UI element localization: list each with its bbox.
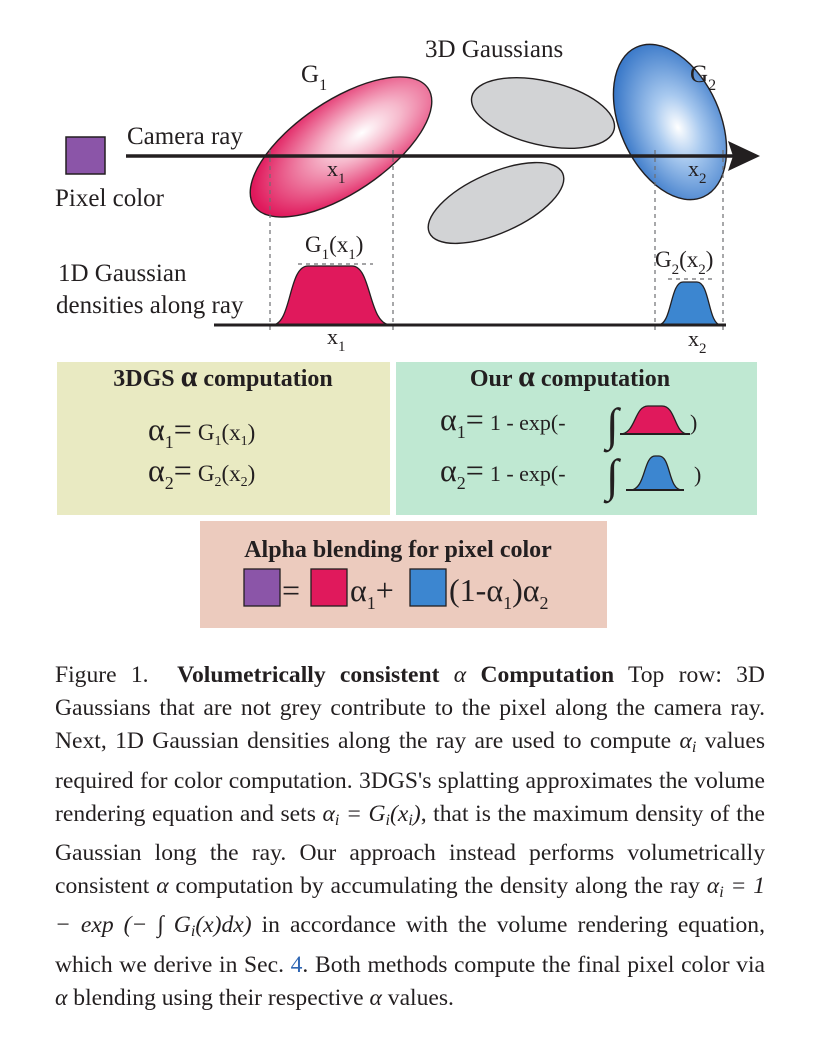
caption-text-1: Top row: 3D Gaussians that are not grey … [55, 662, 765, 755]
gaussian-g1 [249, 76, 433, 218]
projection-dashes [269, 150, 724, 330]
caption-figure-label: Figure 1. [55, 662, 149, 688]
integral-sign-2: ∫ [603, 450, 621, 504]
blend-purple-swatch [243, 568, 281, 607]
figure-caption: Figure 1. Volumetrically consistent α Co… [55, 659, 765, 1015]
caption-alpha-i: αi [679, 728, 697, 757]
caption-text-5: in accordance with the volume rendering … [55, 912, 765, 978]
caption-alpha-3: α [55, 984, 68, 1011]
label-pixel-color: Pixel color [55, 185, 165, 212]
caption-title-a: Volumetrically consistent [177, 662, 440, 688]
pixel-color-swatch [65, 136, 106, 175]
section-ref-link[interactable]: 4 [290, 951, 303, 978]
density-bump-g2 [657, 281, 722, 326]
blend-equals: = [282, 572, 300, 608]
caption-eq-ours: αi = 1 − exp (− ∫ Gi(x)dx) [55, 873, 765, 941]
label-g2-of-x2: G2(x2) [655, 247, 713, 278]
integral-bump-g2 [629, 455, 683, 491]
label-densities-line2: densities along ray [56, 292, 244, 319]
blend-blue-swatch [409, 568, 447, 607]
density-bump-g1 [271, 265, 392, 326]
panel-ours-eq2: α2=1 - exp(- [440, 452, 566, 493]
caption-title-b: Computation [480, 662, 615, 688]
camera-ray-arrowhead [728, 141, 760, 171]
panel-blending-title: Alpha blending for pixel color [244, 537, 552, 563]
panel-ours-eq1: α1=1 - exp(- [440, 401, 566, 442]
integral-bump-g1 [619, 405, 689, 435]
label-3d-gaussians: 3D Gaussians [425, 36, 563, 63]
panel-3dgs-eq2: α2=G2(x2) [148, 452, 255, 493]
label-densities-line1: 1D Gaussian [58, 260, 187, 287]
caption-text-7: blending using their respective [73, 984, 364, 1011]
caption-text-3: , that is the maximum density of the Gau… [55, 800, 766, 900]
panel-ours-eq1-close: ) [690, 410, 697, 435]
panel-3dgs-title: 3DGS α computation [113, 360, 332, 393]
panel-3dgs-eq1: α1=G1(x1) [148, 411, 255, 452]
caption-text-4: computation by accumulating the density … [175, 873, 700, 900]
caption-eq-3dgs: αi = Gi(xi) [322, 800, 421, 829]
caption-alpha: α [453, 662, 467, 688]
label-g2: G2 [690, 61, 716, 94]
blend-alpha1: α1+ [350, 572, 394, 613]
caption-text-2: values required for color computation. 3… [55, 728, 766, 827]
label-x2-top: x2 [688, 156, 707, 187]
panel-ours [396, 362, 757, 515]
caption-alpha-2: α [156, 873, 169, 900]
label-camera-ray: Camera ray [127, 123, 243, 150]
label-x1-bottom: x1 [327, 324, 346, 355]
label-x1-top: x1 [327, 156, 346, 187]
gaussian-g2 [612, 43, 728, 201]
blend-magenta-swatch [310, 568, 348, 607]
panel-3dgs [57, 362, 390, 515]
label-g1: G1 [301, 61, 327, 94]
panel-ours-eq2-close: ) [694, 462, 701, 487]
label-g1-of-x1: G1(x1) [305, 232, 363, 263]
grey-gaussian-lower [427, 161, 565, 245]
caption-alpha-4: α [369, 984, 382, 1011]
caption-text-6: . Both methods compute the final pixel c… [302, 951, 766, 978]
blend-tail: (1-α1)α2 [449, 572, 549, 613]
label-x2-bottom: x2 [688, 326, 707, 357]
grey-gaussian-upper [470, 77, 616, 149]
caption-text-8: values. [387, 984, 454, 1011]
figure-diagram: 3D Gaussians G1 G2 Camera ray Pixel colo… [55, 36, 760, 628]
integral-sign-1: ∫ [603, 399, 621, 453]
panel-ours-title: Our α computation [470, 360, 670, 393]
